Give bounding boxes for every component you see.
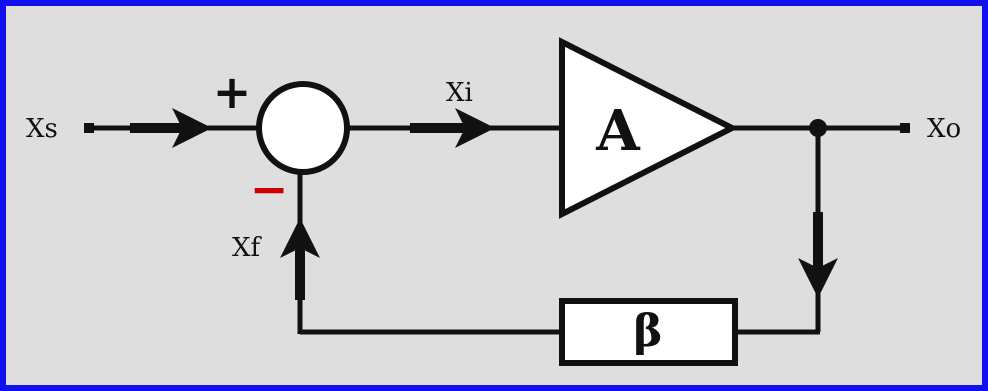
plus-sign: + bbox=[213, 65, 252, 119]
amplifier-label: A bbox=[595, 98, 641, 164]
amplifier-block bbox=[559, 37, 739, 219]
error-label: Xi bbox=[446, 78, 473, 108]
output-terminal bbox=[900, 123, 910, 133]
error-arrow-head bbox=[455, 108, 495, 148]
input-terminal bbox=[84, 123, 94, 133]
feedback-label: Xf bbox=[232, 233, 263, 263]
summing-junction bbox=[256, 81, 350, 175]
output-label: Xo bbox=[927, 114, 961, 144]
minus-sign: − bbox=[250, 162, 289, 216]
input-arrow-head bbox=[172, 108, 212, 148]
feedback-up-arrow-head bbox=[280, 218, 320, 258]
feedback-down-arrow-head bbox=[798, 258, 838, 298]
input-label: Xs bbox=[26, 114, 58, 144]
feedback-block-label: β bbox=[633, 306, 662, 357]
